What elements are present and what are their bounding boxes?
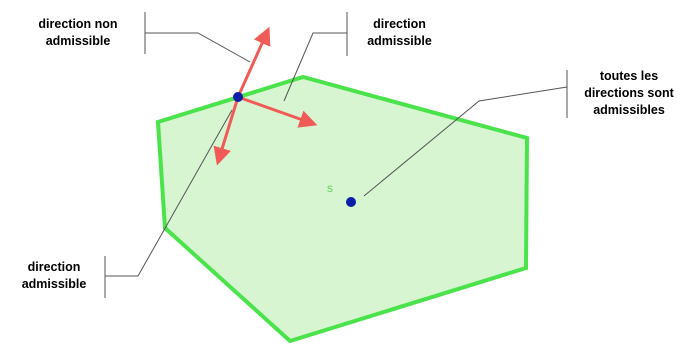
feasible-region bbox=[155, 74, 530, 344]
callout-line: direction non bbox=[38, 17, 118, 31]
interior-point-s bbox=[346, 197, 356, 207]
callout-line: direction bbox=[373, 17, 426, 31]
callout-direction-admissible-bottom: direction admissible bbox=[14, 259, 94, 293]
point-s-label: s bbox=[327, 181, 333, 195]
callout-line: admissible bbox=[45, 34, 111, 48]
callout-direction-admissible-top: direction admissible bbox=[352, 16, 447, 50]
callout-line: direction bbox=[27, 260, 81, 274]
callout-line: toutes les bbox=[599, 69, 659, 83]
callout-line: admissible bbox=[21, 277, 87, 291]
leader-line-right bbox=[363, 86, 568, 197]
callout-line: admissibles bbox=[593, 103, 665, 117]
leader-line-top-mid bbox=[283, 32, 347, 102]
arrow-admissible-down bbox=[213, 96, 240, 166]
arrow-admissible-right bbox=[237, 95, 318, 128]
leader-line-top-left bbox=[145, 32, 251, 63]
callout-line: directions sont bbox=[584, 86, 674, 100]
arrow-non-admissible bbox=[236, 26, 271, 98]
callout-direction-non-admissible: direction non admissible bbox=[18, 16, 138, 50]
boundary-point bbox=[233, 92, 243, 102]
direction-arrows bbox=[213, 26, 318, 166]
leader-line-bottom-left bbox=[105, 109, 233, 277]
leader-lines bbox=[104, 12, 568, 298]
callout-all-directions-admissible: toutes les directions sont admissibles bbox=[574, 68, 684, 119]
callout-line: admissible bbox=[367, 34, 432, 48]
